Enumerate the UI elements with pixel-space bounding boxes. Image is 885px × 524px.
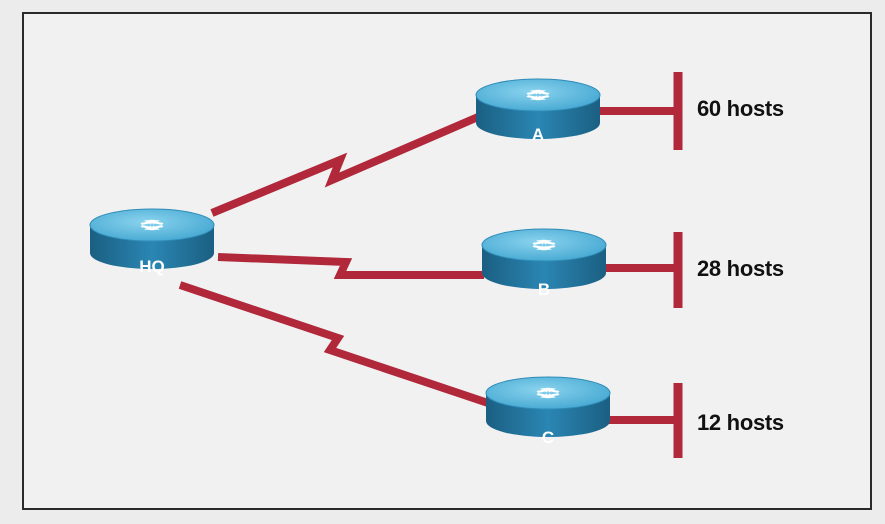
lan-connectors <box>598 72 683 458</box>
router-c-label: C <box>542 428 554 447</box>
link-hq-b <box>217 253 484 279</box>
lan-b-hosts-label: 28 hosts <box>697 256 784 281</box>
router-hq-label: HQ <box>139 257 165 276</box>
links <box>178 113 490 407</box>
lan-c-hosts-label: 12 hosts <box>697 410 784 435</box>
link-hq-a <box>210 113 480 217</box>
router-b-label: B <box>538 280 550 299</box>
link-hq-c <box>178 281 490 407</box>
router-hq[interactable]: HQ <box>90 209 214 276</box>
router-a-label: A <box>532 125 544 144</box>
router-a[interactable]: A <box>476 79 600 144</box>
router-c[interactable]: C <box>486 377 610 447</box>
lan-a-hosts-label: 60 hosts <box>697 96 784 121</box>
router-b[interactable]: B <box>482 229 606 299</box>
